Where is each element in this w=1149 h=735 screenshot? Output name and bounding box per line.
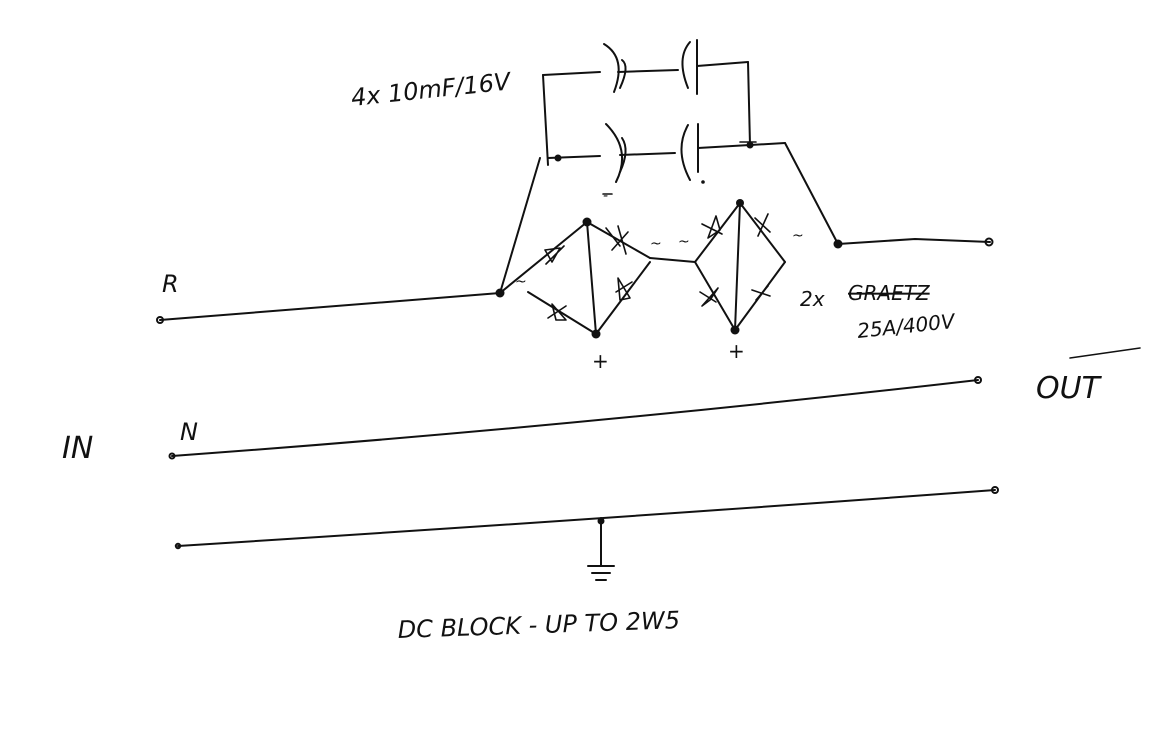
terminal-ground-in [174, 542, 182, 550]
bridge-1-lower-left [527, 291, 597, 335]
wire-cap-top-left [542, 71, 601, 76]
wire-cap-right-to-bridge [784, 142, 839, 245]
wire-bridge-link [649, 257, 696, 263]
ac-mark-4: ~ [792, 228, 804, 244]
diode-4-icon [615, 277, 633, 301]
bridge-1-upper-left [499, 221, 588, 294]
capacitor-1-plate [603, 43, 620, 93]
ac-mark-2: ~ [650, 236, 662, 252]
ground-icon [587, 565, 615, 581]
bridge-2-center [734, 202, 741, 331]
ac-mark-3: ~ [678, 234, 690, 250]
wire-cap-bottom-mid [619, 152, 676, 156]
wire-cap-top-right [696, 61, 749, 67]
terminal-n-out [974, 376, 982, 384]
capacitor-2-curve [681, 41, 691, 89]
bridge-1-minus: - [603, 188, 608, 204]
wire-cap-bottom-right [697, 142, 786, 149]
n-line-label: N [180, 418, 198, 446]
diode-1-icon [544, 245, 565, 265]
capacitor-dot [701, 180, 705, 184]
bridge-2-lower-left [694, 261, 736, 331]
caption-label: DC BLOCK - UP TO 2W5 [397, 606, 680, 644]
capacitor-4-curve [680, 124, 691, 181]
node-bridge-1-top [582, 217, 592, 227]
bridge-rating-label: 25A/400V [856, 309, 957, 343]
capacitor-3-plate [605, 123, 623, 183]
node-bridge-2-top [736, 199, 744, 207]
terminal-n-in [168, 452, 176, 460]
node-bridge-2-bottom [730, 325, 740, 335]
wire-cap-left-to-bridge [499, 157, 541, 294]
capacitor-1-curve [619, 59, 627, 89]
wire-n [171, 379, 979, 457]
diode-8-icon [751, 285, 771, 301]
diode-3-icon [547, 303, 567, 321]
terminal-r-in [156, 316, 164, 324]
capacitor-label: 4x 10mF/16V [350, 67, 513, 112]
node-cap-right [746, 141, 754, 149]
terminal-r-out [984, 237, 994, 247]
bridge-type-struck: GRAETZ [848, 281, 931, 305]
bridge-1-lower-right [595, 261, 651, 335]
node-r-bridge [495, 288, 505, 298]
bridge-1-plus: + [592, 349, 609, 373]
wire-ground [177, 489, 996, 547]
wire-cap-left-bus [542, 74, 549, 166]
diode-2-icon [605, 225, 629, 255]
diode-5-icon [701, 215, 723, 239]
ac-mark-1: ~ [515, 274, 527, 290]
bridge-count-label: 2x [800, 287, 825, 311]
input-side-label: IN [62, 431, 93, 466]
wire-cap-top-mid [617, 69, 679, 73]
capacitor-3-curve [619, 137, 627, 173]
r-line-label: R [162, 270, 179, 298]
diode-7-icon [699, 287, 719, 307]
node-r-output [833, 239, 843, 249]
terminal-ground-out [991, 486, 999, 494]
bridge-2-plus: + [728, 339, 745, 363]
bridge-1-center [586, 221, 597, 335]
output-side-label: OUT [1036, 371, 1103, 406]
bridge-2-upper-right [739, 202, 786, 263]
wire-r-input [159, 292, 501, 321]
node-ground [597, 517, 605, 525]
bridge-1-upper-right [586, 221, 651, 259]
output-side-overline [1069, 347, 1141, 359]
node-bridge-1-bottom [591, 329, 601, 339]
node-cap-left [554, 154, 562, 162]
diode-6-icon [754, 213, 771, 237]
wire-cap-right-bus [747, 61, 751, 146]
wire-r-output [837, 238, 991, 245]
